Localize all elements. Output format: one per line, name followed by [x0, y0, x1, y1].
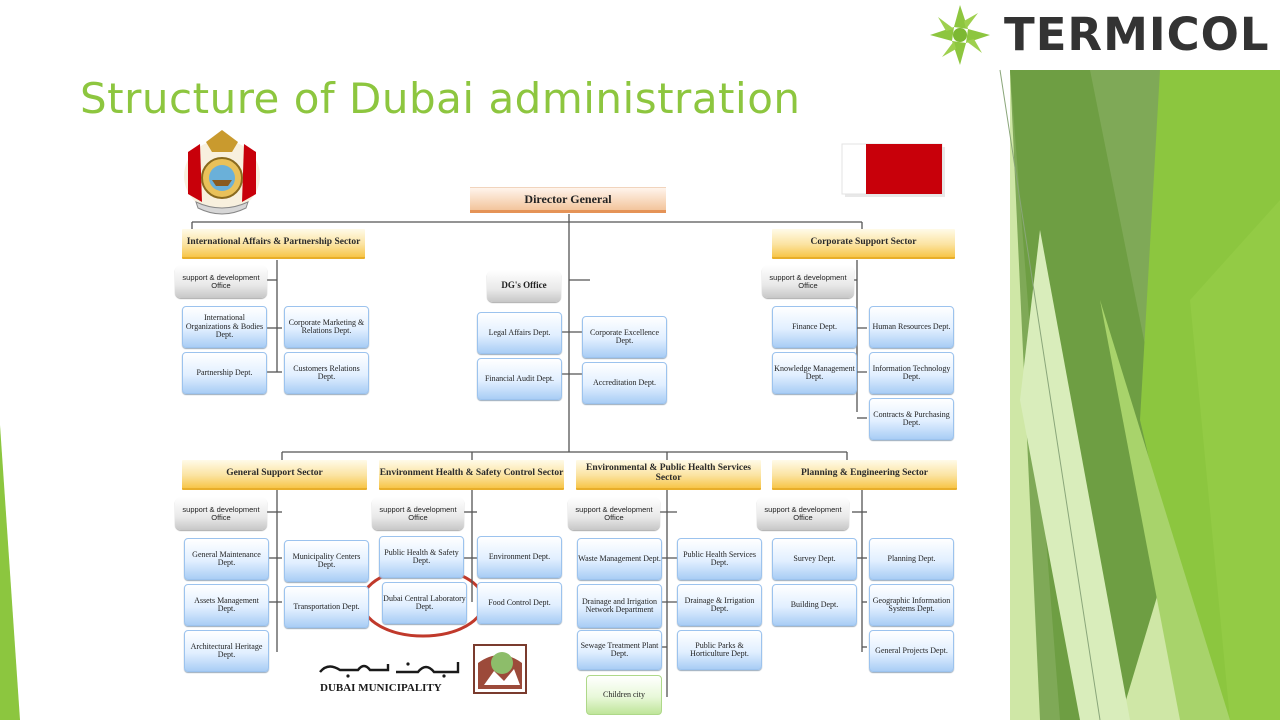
dept-geographic-information-systems: Geographic Information Systems Dept. — [869, 584, 954, 626]
dept-knowledge-management: Knowledge Management Dept. — [772, 352, 857, 394]
support-office-planning: support & development Office — [757, 497, 849, 530]
dept-information-technology: Information Technology Dept. — [869, 352, 954, 394]
dept-public-health-safety: Public Health & Safety Dept. — [379, 536, 464, 578]
dept-general-projects: General Projects Dept. — [869, 630, 954, 672]
dg-office-box: DG's Office — [487, 270, 561, 302]
dept-finance: Finance Dept. — [772, 306, 857, 348]
slide-title: Structure of Dubai administration — [80, 74, 801, 123]
termicol-pinwheel-icon — [930, 5, 990, 65]
support-office-international: support & development Office — [175, 265, 267, 298]
dept-food-control: Food Control Dept. — [477, 582, 562, 624]
sector-environment-health-safety: Environment Health & Safety Control Sect… — [379, 460, 564, 490]
dept-municipality-centers: Municipality Centers Dept. — [284, 540, 369, 582]
sector-international-affairs: International Affairs & Partnership Sect… — [182, 229, 365, 259]
brand-logo: TERMICOL — [1004, 8, 1270, 61]
dept-planning: Planning Dept. — [869, 538, 954, 580]
director-general-box: Director General — [470, 187, 666, 213]
dept-dubai-central-laboratory: Dubai Central Laboratory Dept. — [382, 582, 467, 624]
dept-corporate-excellence: Corporate Excellence Dept. — [582, 316, 667, 358]
dept-drainage-irrigation-network: Drainage and Irrigation Network Departme… — [577, 584, 662, 628]
dept-accreditation: Accreditation Dept. — [582, 362, 667, 404]
left-green-wedge — [0, 425, 20, 720]
sector-environmental-public-health: Environmental & Public Health Services S… — [576, 460, 761, 490]
dept-transportation: Transportation Dept. — [284, 586, 369, 628]
dept-public-parks-horticulture: Public Parks & Horticulture Dept. — [677, 630, 762, 670]
dept-customers-relations: Customers Relations Dept. — [284, 352, 369, 394]
dept-partnership: Partnership Dept. — [182, 352, 267, 394]
right-green-panels — [999, 69, 1280, 720]
support-office-eps: support & development Office — [568, 497, 660, 530]
support-office-general: support & development Office — [175, 497, 267, 530]
dept-assets-management: Assets Management Dept. — [184, 584, 269, 626]
connector-lines — [191, 214, 867, 697]
dept-legal-affairs: Legal Affairs Dept. — [477, 312, 562, 354]
dept-human-resources: Human Resources Dept. — [869, 306, 954, 348]
uae-dubai-flag — [841, 143, 945, 197]
dubai-coat-of-arms-icon — [184, 130, 260, 215]
dept-corporate-marketing: Corporate Marketing & Relations Dept. — [284, 306, 369, 348]
dept-intl-organizations: International Organizations & Bodies Dep… — [182, 306, 267, 348]
dept-sewage-treatment-plant: Sewage Treatment Plant Dept. — [577, 630, 662, 670]
dept-architectural-heritage: Architectural Heritage Dept. — [184, 630, 269, 672]
dept-survey: Survey Dept. — [772, 538, 857, 580]
dept-general-maintenance: General Maintenance Dept. — [184, 538, 269, 580]
dubai-municipality-emblem-icon — [473, 644, 527, 694]
sector-planning-engineering: Planning & Engineering Sector — [772, 460, 957, 490]
dept-children-city: Children city — [586, 675, 662, 715]
support-office-corporate: support & development Office — [762, 265, 854, 298]
dept-environment: Environment Dept. — [477, 536, 562, 578]
dept-financial-audit: Financial Audit Dept. — [477, 358, 562, 400]
dept-public-health-services: Public Health Services Dept. — [677, 538, 762, 580]
dubai-municipality-label: DUBAI MUNICIPALITY — [320, 682, 442, 694]
dept-contracts-purchasing: Contracts & Purchasing Dept. — [869, 398, 954, 440]
dept-drainage-irrigation: Drainage & Irrigation Dept. — [677, 584, 762, 626]
org-chart: Director General DG's Office Internation… — [172, 182, 967, 717]
support-office-ehs: support & development Office — [372, 497, 464, 530]
dept-waste-management: Waste Management Dept. — [577, 538, 662, 580]
dubai-municipality-arabic-logo — [319, 662, 460, 678]
sector-general-support: General Support Sector — [182, 460, 367, 490]
dept-building: Building Dept. — [772, 584, 857, 626]
sector-corporate-support: Corporate Support Sector — [772, 229, 955, 259]
